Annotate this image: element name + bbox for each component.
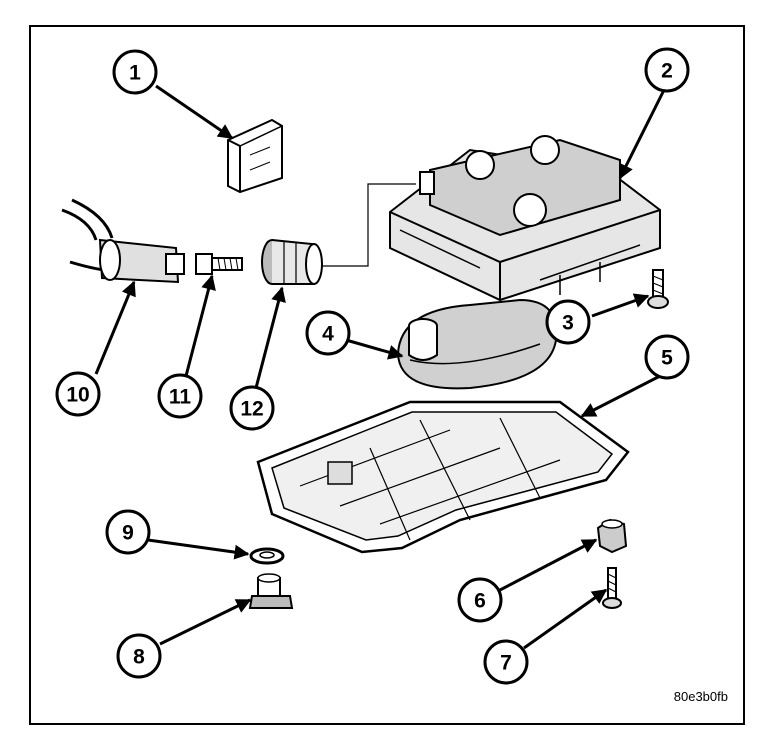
part-8-drain-plug (248, 573, 294, 609)
part-2-valve-body (389, 135, 661, 302)
callout-8: 8 (133, 646, 145, 669)
part-1-cover-clip (227, 118, 283, 194)
callout-6: 6 (474, 590, 486, 613)
part-9-seal-ring (249, 547, 285, 565)
leader-lines (94, 84, 666, 650)
callout-5: 5 (661, 347, 673, 370)
part-6-nut (596, 518, 628, 554)
callout-4: 4 (322, 323, 334, 346)
part-3-bolt (647, 269, 669, 309)
connection-line (322, 183, 416, 267)
callout-11: 11 (169, 386, 192, 409)
figure-code: 80e3b0fb (673, 689, 728, 704)
part-4-filter (396, 298, 558, 390)
part-10-harness-connector (61, 198, 185, 284)
callout-3: 3 (562, 312, 574, 335)
diagram-frame (29, 25, 745, 725)
callout-2: 2 (661, 60, 673, 83)
part-11-bolt (195, 253, 243, 275)
callout-circles (55, 47, 690, 685)
callout-1: 1 (129, 62, 141, 85)
part-12-connector-plug (261, 239, 323, 285)
part-5-oil-pan (256, 400, 630, 554)
callout-7: 7 (500, 652, 512, 675)
callout-9: 9 (122, 522, 134, 545)
part-7-screw (602, 567, 622, 609)
callout-10: 10 (66, 384, 89, 407)
callout-12: 12 (240, 398, 263, 421)
